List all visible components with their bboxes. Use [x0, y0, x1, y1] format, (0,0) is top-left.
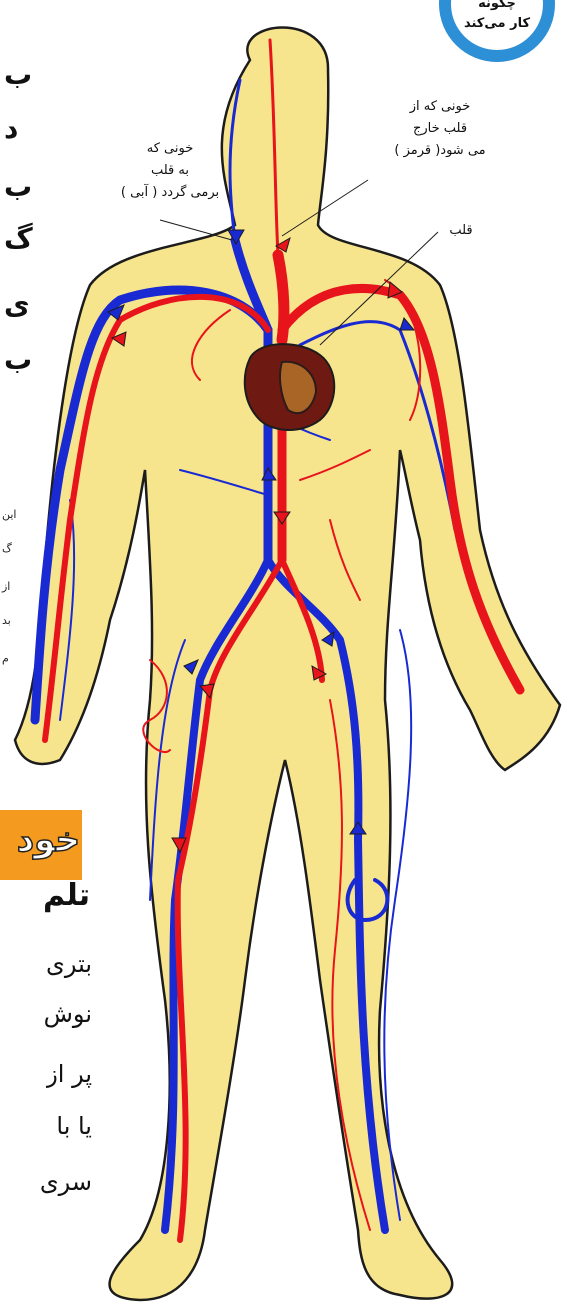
label-blood-out-line: قلب خارج	[360, 118, 520, 140]
label-blood-in: خونی که به قلب برمی گردد ( آبی )	[100, 138, 240, 204]
paragraph-line: یا با	[56, 1112, 92, 1140]
paragraph-line: نوش	[44, 1000, 92, 1028]
paragraph-line: بتری	[46, 950, 92, 978]
label-blood-in-line: برمی گردد ( آبی )	[100, 182, 240, 204]
label-heart: قلب	[436, 220, 486, 242]
badge-line-1: چگونه	[442, 0, 552, 11]
paragraph: بتری نوش پر از یا با سری	[0, 930, 92, 1311]
paragraph-line: سری	[40, 1168, 92, 1196]
section-banner: خود	[0, 810, 82, 880]
body-silhouette	[15, 28, 560, 1301]
label-blood-out-line: می شود( قرمز )	[360, 140, 520, 162]
banner-text: خود	[17, 820, 80, 860]
label-blood-in-line: خونی که	[100, 138, 240, 160]
label-blood-in-line: به قلب	[100, 160, 240, 182]
how-it-works-badge: چگونه کار می‌کند	[422, 0, 567, 66]
label-blood-out: خونی که از قلب خارج می شود( قرمز )	[360, 96, 520, 162]
label-blood-out-line: خونی که از	[360, 96, 520, 118]
badge-line-2: کار می‌کند	[442, 16, 552, 31]
paragraph-line: پر از	[46, 1060, 92, 1088]
heart	[245, 344, 335, 430]
subheading: تلم	[0, 878, 90, 913]
